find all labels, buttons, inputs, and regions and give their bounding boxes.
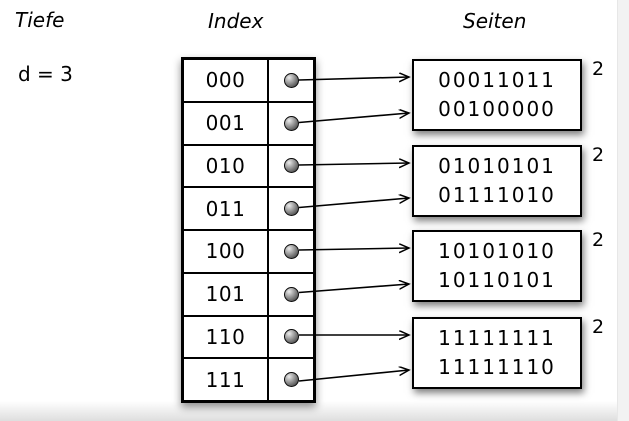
index-column-header: Index bbox=[208, 9, 264, 33]
pointer-cell bbox=[269, 188, 313, 229]
page-entry: 11111110 bbox=[438, 355, 556, 379]
pointer-cell bbox=[269, 317, 313, 358]
pointer-cell bbox=[269, 231, 313, 272]
page-entry: 10101010 bbox=[438, 239, 556, 263]
index-bits: 101 bbox=[184, 273, 269, 315]
pointer-cell bbox=[269, 103, 313, 144]
pointer-dot-icon bbox=[283, 372, 299, 388]
page-local-depth-3: 2 bbox=[592, 229, 605, 251]
page-entry: 00011011 bbox=[438, 68, 556, 92]
pointer-dot-icon bbox=[283, 158, 299, 174]
pointer-cell bbox=[269, 274, 313, 315]
index-bits: 001 bbox=[184, 102, 269, 144]
page-local-depth-4: 2 bbox=[592, 316, 605, 338]
global-depth-value: d = 3 bbox=[18, 62, 73, 86]
pointer-dot-icon bbox=[283, 286, 299, 302]
page-entry: 01111010 bbox=[438, 183, 556, 207]
pointer-cell bbox=[269, 359, 313, 400]
pointer-dot-icon bbox=[283, 243, 299, 259]
index-row-011: 011 bbox=[184, 188, 313, 231]
pointer-cell bbox=[269, 146, 313, 187]
index-row-000: 000 bbox=[184, 60, 313, 103]
pointer-dot-icon bbox=[283, 329, 299, 345]
index-row-110: 110 bbox=[184, 316, 313, 360]
pointer-dot-icon bbox=[283, 72, 299, 88]
page-box-1: 00011011 00100000 bbox=[412, 59, 582, 131]
page-entry: 10110101 bbox=[438, 268, 556, 292]
index-row-010: 010 bbox=[184, 145, 313, 189]
pointer-cell bbox=[269, 60, 313, 101]
page-entry: 01010101 bbox=[438, 154, 556, 178]
page-right-edge bbox=[617, 0, 629, 421]
index-row-001: 001 bbox=[184, 102, 313, 146]
index-row-100: 100 bbox=[184, 231, 313, 274]
index-bits: 100 bbox=[184, 231, 269, 272]
index-bits: 000 bbox=[184, 60, 269, 101]
pointer-dot-icon bbox=[283, 201, 299, 217]
index-bits: 011 bbox=[184, 188, 269, 229]
page-entry: 00100000 bbox=[438, 97, 556, 121]
index-directory-table: 000 001 010 011 100 101 110 111 bbox=[181, 57, 316, 403]
page-local-depth-1: 2 bbox=[592, 58, 605, 80]
index-bits: 110 bbox=[184, 316, 269, 358]
index-bits: 111 bbox=[184, 359, 269, 400]
index-row-101: 101 bbox=[184, 273, 313, 317]
index-bits: 010 bbox=[184, 145, 269, 187]
page-local-depth-2: 2 bbox=[592, 144, 605, 166]
page-box-2: 01010101 01111010 bbox=[412, 145, 582, 217]
page-entry: 11111111 bbox=[438, 326, 556, 350]
page-box-4: 11111111 11111110 bbox=[412, 317, 582, 389]
index-row-111: 111 bbox=[184, 359, 313, 400]
page-bottom-edge bbox=[0, 401, 617, 421]
pages-column-header: Seiten bbox=[463, 9, 527, 33]
page-box-3: 10101010 10110101 bbox=[412, 230, 582, 302]
depth-column-header: Tiefe bbox=[15, 8, 65, 32]
pointer-dot-icon bbox=[283, 115, 299, 131]
